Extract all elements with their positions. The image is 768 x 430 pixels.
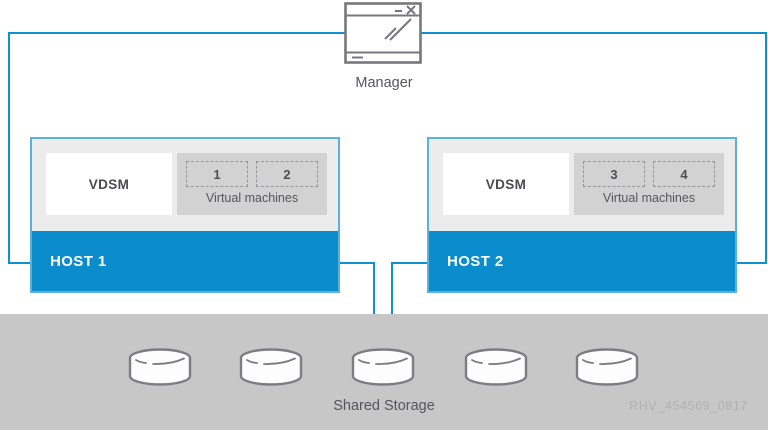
vm-4-box: 4 [653, 161, 715, 187]
host1-storage-connector-horizontal [340, 262, 375, 264]
host2-storage-connector-horizontal [391, 262, 429, 264]
host2-vm-panel: 3 4 Virtual machines [574, 153, 724, 215]
vdsm-label: VDSM [485, 176, 527, 192]
vm-row: 1 2 [177, 161, 327, 187]
disk-icon [464, 348, 528, 386]
disk-icon [239, 348, 303, 386]
host1-name-label: HOST 1 [50, 252, 107, 270]
manager-window-icon [344, 2, 422, 64]
disk-icon [575, 348, 639, 386]
manager-host1-line-horizontal [8, 262, 32, 264]
host1-vdsm-box: VDSM [46, 153, 172, 215]
host1-storage-connector-vertical [373, 262, 375, 354]
shared-storage-label: Shared Storage [333, 398, 435, 414]
window-shine-icon [384, 27, 397, 40]
vm-2-box: 2 [256, 161, 318, 187]
host2-vdsm-box: VDSM [443, 153, 569, 215]
manager-host2-line-vertical [765, 32, 767, 264]
close-icon [406, 5, 416, 15]
host2-storage-connector-vertical [391, 262, 393, 354]
disk-icon [128, 348, 192, 386]
vm-caption: Virtual machines [205, 191, 299, 205]
host1-name-bar: HOST 1 [32, 231, 338, 291]
host2-box: VDSM 3 4 Virtual machines HOST 2 [427, 137, 737, 293]
vm-3-box: 3 [583, 161, 645, 187]
manager-label: Manager [355, 75, 413, 91]
watermark: RHV_454569_0817 [629, 399, 748, 413]
host2-name-bar: HOST 2 [429, 231, 735, 291]
manager-host2-line-horizontal [737, 262, 767, 264]
host1-vm-panel: 1 2 Virtual machines [177, 153, 327, 215]
vm-row: 3 4 [574, 161, 724, 187]
disk-icon [351, 348, 415, 386]
vm-caption: Virtual machines [602, 191, 696, 205]
host1-box: VDSM 1 2 Virtual machines HOST 1 [30, 137, 340, 293]
vdsm-label: VDSM [88, 176, 130, 192]
vm-1-box: 1 [186, 161, 248, 187]
host2-name-label: HOST 2 [447, 252, 504, 270]
manager-host1-line-vertical [8, 32, 10, 264]
window-shine-icon [389, 18, 412, 41]
